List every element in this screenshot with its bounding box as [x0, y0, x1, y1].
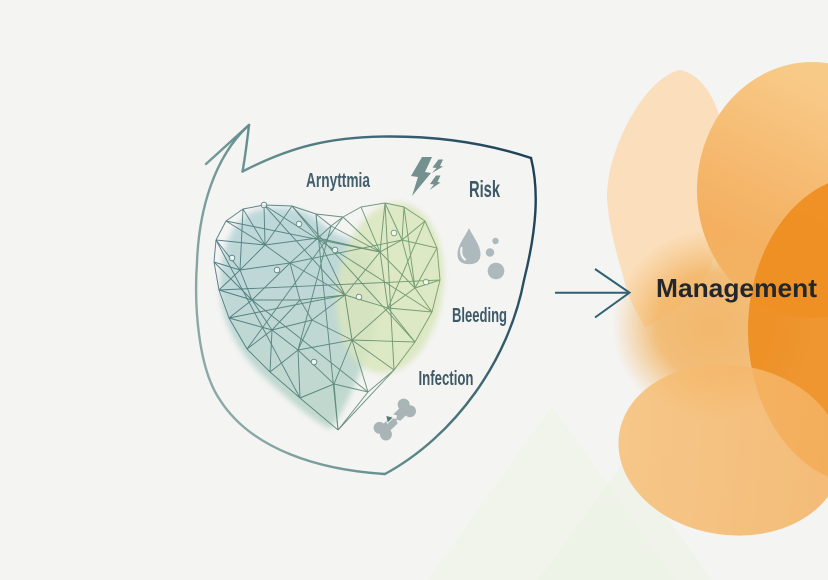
svg-text:Management: Management	[656, 273, 817, 303]
svg-text:Arnyttmia: Arnyttmia	[306, 170, 371, 192]
svg-text:Risk: Risk	[469, 176, 500, 202]
svg-text:Bleeding: Bleeding	[452, 305, 507, 327]
svg-text:Infection: Infection	[419, 368, 474, 390]
